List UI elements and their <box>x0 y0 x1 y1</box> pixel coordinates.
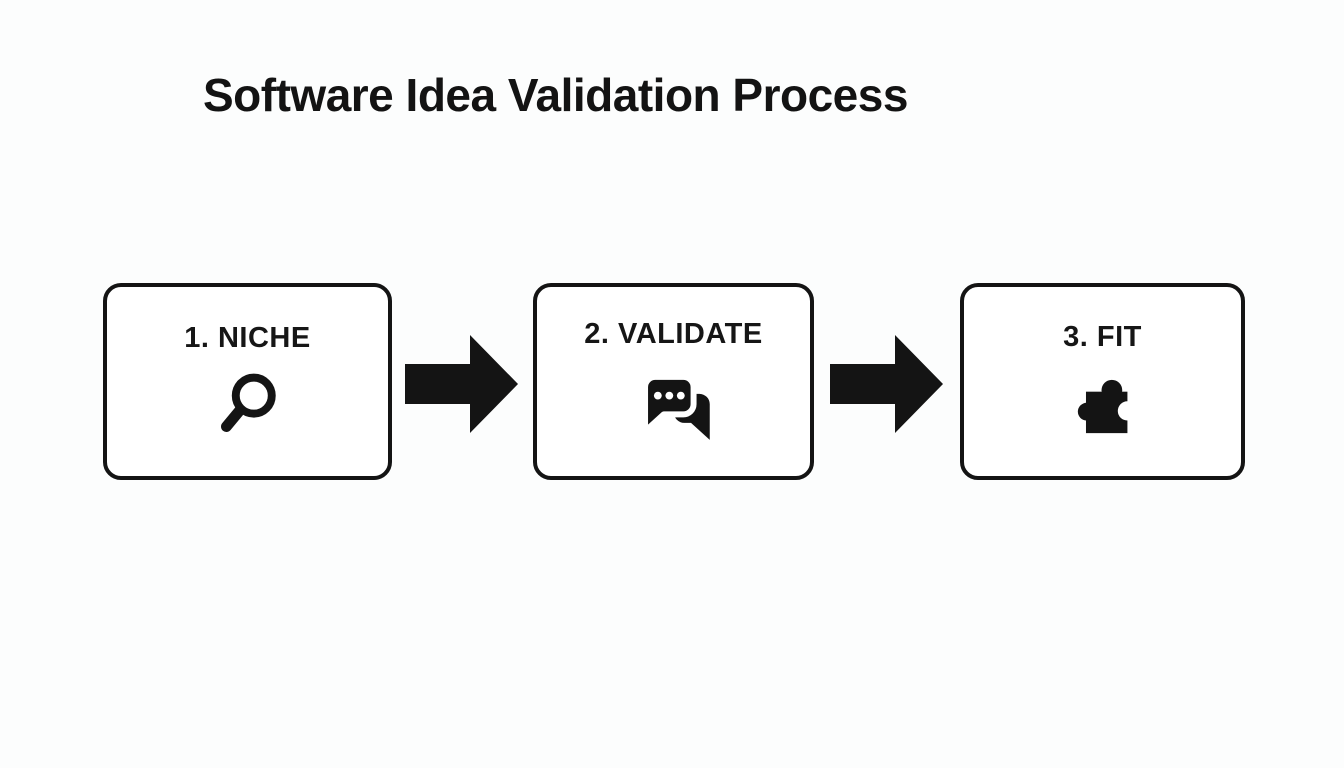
arrow-right-icon <box>830 335 943 433</box>
arrow-right-icon <box>405 335 518 433</box>
page-title: Software Idea Validation Process <box>203 69 908 121</box>
magnifier-icon <box>220 373 276 432</box>
step-label: 3. FIT <box>1063 321 1142 353</box>
step-label: 2. VALIDATE <box>584 318 763 350</box>
chat-bubbles-icon <box>641 373 710 440</box>
step-box-niche: 1. NICHE <box>103 283 392 480</box>
step-box-fit: 3. FIT <box>960 283 1245 480</box>
step-label: 1. NICHE <box>184 322 311 354</box>
puzzle-piece-icon <box>1077 379 1137 434</box>
step-box-validate: 2. VALIDATE <box>533 283 814 480</box>
